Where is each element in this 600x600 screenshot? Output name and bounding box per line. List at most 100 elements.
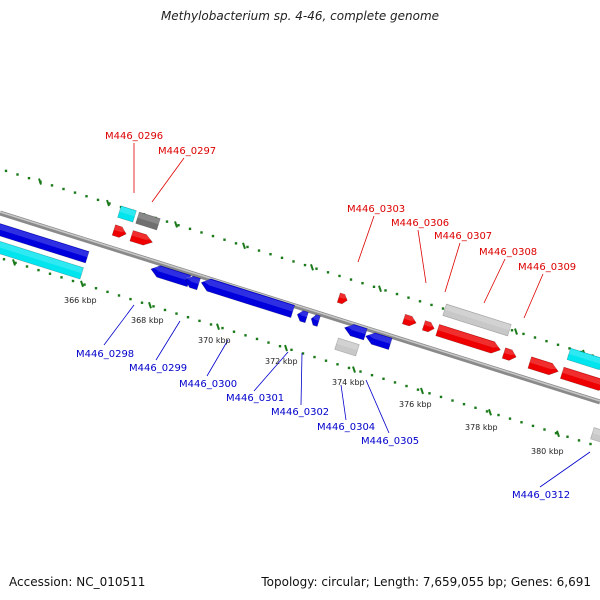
tick-dot	[188, 227, 192, 231]
tick-dot	[165, 220, 169, 223]
major-tick	[148, 301, 152, 309]
kbp-label: 368 kbp	[131, 316, 164, 325]
tick-dot	[269, 253, 272, 256]
tick-dot	[198, 319, 201, 323]
tick-dot	[106, 290, 109, 294]
tick-dot	[278, 345, 282, 348]
tick-dot	[359, 370, 362, 373]
gray-feature	[135, 211, 161, 231]
leader-line	[206, 339, 229, 377]
kbp-label: 378 kbp	[465, 423, 498, 432]
leader-line	[357, 215, 375, 263]
tick-dot	[497, 413, 500, 417]
tick-dot	[83, 283, 86, 286]
tick-dot	[361, 281, 364, 285]
tick-dot	[407, 296, 410, 299]
gene-arrow	[310, 314, 321, 327]
gene-arrow	[296, 310, 309, 324]
tick-dot	[462, 402, 466, 406]
gene-arrow	[527, 356, 560, 376]
tick-dot	[531, 424, 535, 428]
major-tick	[242, 242, 246, 250]
leader-line	[300, 352, 303, 406]
gene-arrow	[111, 224, 128, 238]
gene-arrow	[150, 265, 192, 288]
gene-arrow	[336, 292, 349, 305]
tick-dot	[393, 381, 397, 384]
gene-arrow	[559, 366, 600, 391]
tick-dot	[347, 366, 351, 370]
tick-dot	[163, 308, 167, 312]
tick-dot	[545, 339, 548, 343]
major-tick	[284, 344, 288, 352]
tick-dot	[336, 363, 339, 366]
tick-dot	[589, 442, 592, 446]
tick-dot	[62, 187, 65, 191]
gene-arrow	[129, 230, 154, 246]
tick-dot	[416, 388, 420, 391]
tick-dot	[73, 191, 77, 194]
inner-tick-ring	[2, 258, 592, 446]
leader-line	[103, 304, 135, 346]
leader-line	[151, 157, 185, 203]
tick-dot	[566, 435, 569, 438]
gene-label: M446_0300	[179, 379, 237, 390]
tick-dot	[430, 303, 433, 307]
kbp-label: 374 kbp	[332, 378, 365, 387]
tick-dot	[209, 323, 213, 326]
kbp-label: 370 kbp	[198, 336, 231, 345]
gene-label: M446_0308	[479, 247, 537, 258]
major-tick	[80, 280, 84, 288]
tick-dot	[25, 265, 29, 268]
map-title: Methylobacterium sp. 4-46, complete geno…	[160, 9, 440, 23]
tick-dot	[556, 343, 560, 346]
tick-dot	[324, 359, 328, 362]
major-tick	[310, 263, 314, 271]
tick-dot	[255, 337, 259, 341]
leader-line	[539, 451, 591, 488]
gene-arrow	[344, 324, 368, 341]
gene-label: M446_0312	[512, 490, 570, 501]
tick-dot	[522, 332, 525, 336]
gene-label: M446_0305	[361, 436, 419, 447]
tick-dot	[257, 249, 261, 252]
tick-dot	[50, 184, 54, 187]
tick-dot	[280, 256, 284, 260]
genome-backbone	[0, 210, 600, 405]
accession-label: Accession: NC_010511	[9, 575, 146, 589]
tick-dot	[14, 261, 17, 265]
tick-dot	[108, 202, 111, 205]
tick-dot	[96, 198, 100, 202]
major-tick	[352, 366, 356, 373]
gene-label: M446_0303	[347, 204, 405, 215]
tick-dot	[372, 285, 376, 289]
label-leaders	[103, 143, 591, 488]
tick-dot	[577, 439, 581, 442]
leader-line	[155, 320, 181, 361]
tick-dot	[85, 195, 88, 198]
tick-dot	[510, 329, 514, 332]
tick-dot	[405, 384, 408, 388]
gene-arrow	[184, 275, 201, 291]
tick-dot	[152, 305, 155, 308]
tick-dot	[177, 224, 180, 227]
major-tick	[12, 259, 16, 266]
tick-dot	[200, 231, 203, 234]
tick-dot	[246, 245, 249, 249]
tick-dot	[94, 287, 98, 290]
tick-dot	[313, 355, 316, 359]
kbp-label: 372 kbp	[265, 357, 298, 366]
leader-line	[417, 229, 427, 284]
tick-dot	[140, 301, 144, 304]
cyan-feature	[566, 347, 600, 371]
major-tick	[216, 323, 220, 330]
major-tick	[378, 285, 382, 293]
tick-dot	[418, 300, 422, 303]
tick-dot	[568, 347, 571, 350]
tick-dot	[384, 289, 387, 292]
gene-label: M446_0299	[129, 363, 187, 374]
genome-backbone-highlight	[0, 211, 600, 402]
leader-line	[365, 379, 390, 434]
